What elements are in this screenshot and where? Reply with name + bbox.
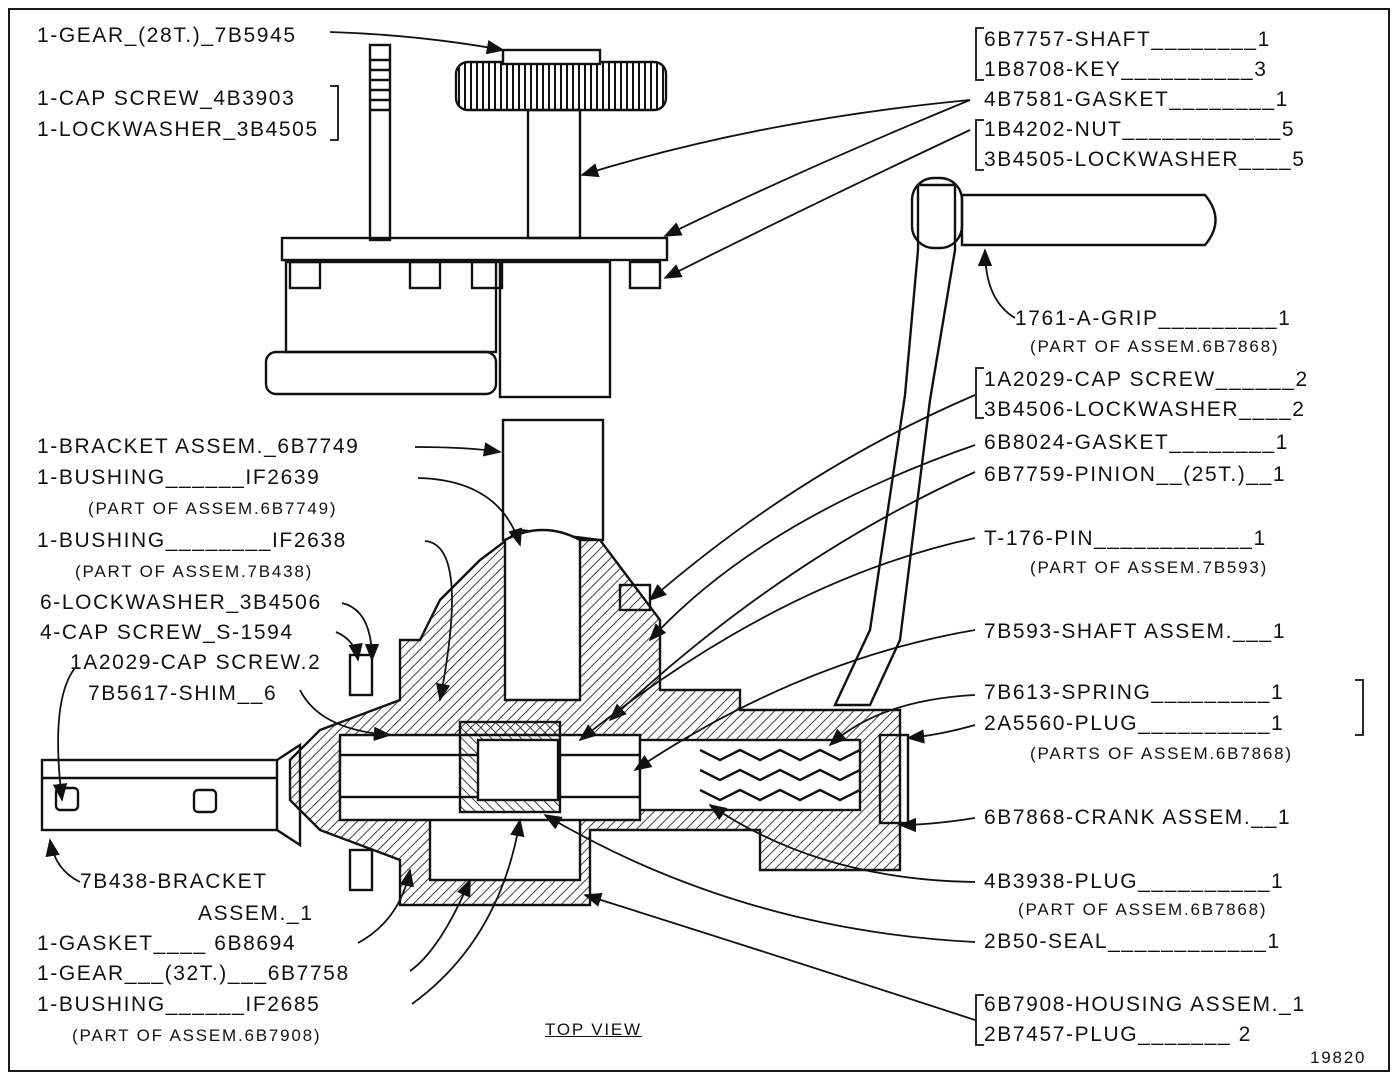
label-spring: 7B613-SPRING_________1	[984, 681, 1285, 704]
figure-number: 19820	[1310, 1048, 1367, 1067]
leader-lines	[45, 31, 1016, 1021]
label-lockwasher-top: 1-LOCKWASHER_3B4505	[37, 118, 319, 141]
label-cap-screw-top: 1-CAP SCREW_4B3903	[37, 87, 296, 110]
label-grip-note: (PART OF ASSEM.6B7868)	[1030, 337, 1280, 356]
label-bushing-2: 1-BUSHING________IF2638	[37, 529, 347, 552]
label-bushing-3: 1-BUSHING______IF2685	[37, 993, 321, 1016]
label-pinion: 6B7759-PINION__(25T.)__1	[984, 463, 1287, 486]
plug-2a5560	[878, 733, 910, 825]
bracket-7b438	[40, 742, 302, 848]
label-plug-2b7457: 2B7457-PLUG_______ 2	[984, 1023, 1252, 1046]
mounting-plate	[280, 236, 669, 262]
label-gasket-right: 6B8024-GASKET________1	[984, 431, 1289, 454]
label-bracket-7b438: 7B438-BRACKET	[80, 870, 268, 893]
grip-1761a	[960, 193, 1217, 247]
label-grip: 1761-A-GRIP_________1	[1015, 307, 1292, 330]
bracket-tube	[501, 418, 605, 542]
label-cap-screw-2-left: 1A2029-CAP SCREW.2	[70, 651, 322, 674]
gear-28t	[454, 60, 668, 112]
label-pin: T-176-PIN____________1	[984, 527, 1267, 550]
label-lockwasher-right: 3B4506-LOCKWASHER____2	[984, 398, 1306, 421]
label-plug-4b3938: 4B3938-PLUG__________1	[984, 870, 1285, 893]
label-bushing-2-note: (PART OF ASSEM.7B438)	[75, 562, 314, 581]
diagram-caption: TOP VIEW	[545, 1020, 642, 1039]
label-bushing-1: 1-BUSHING______IF2639	[37, 466, 321, 489]
label-pin-note: (PART OF ASSEM.7B593)	[1030, 558, 1269, 577]
label-bracket-assem: 1-BRACKET ASSEM._6B7749	[37, 435, 360, 458]
cap-screw-4b3903	[368, 43, 392, 242]
label-bushing-3-note: (PART OF ASSEM.6B7908)	[72, 1026, 322, 1045]
label-shaft: 6B7757-SHAFT________1	[984, 28, 1271, 51]
label-shaft-assem: 7B593-SHAFT ASSEM.___1	[984, 620, 1287, 643]
label-plug-2a5560: 2A5560-PLUG__________1	[984, 712, 1285, 735]
label-cap-screw-right: 1A2029-CAP SCREW______2	[984, 368, 1309, 391]
label-cap-screw-4: 4-CAP SCREW_S-1594	[40, 621, 294, 644]
label-key: 1B8708-KEY__________3	[984, 58, 1268, 81]
label-lockwasher-5: 3B4505-LOCKWASHER____5	[984, 148, 1306, 171]
label-plug-2a5560-note: (PARTS OF ASSEM.6B7868)	[1030, 744, 1293, 763]
label-bushing-1-note: (PART OF ASSEM.6B7749)	[88, 499, 338, 518]
border-frame	[8, 8, 1390, 1072]
braces	[330, 27, 1364, 1046]
crank-handle	[833, 176, 1217, 707]
label-crank-assem: 6B7868-CRANK ASSEM.__1	[984, 806, 1292, 829]
label-plug-4b3938-note: (PART OF ASSEM.6B7868)	[1018, 900, 1268, 919]
label-gear-32t: 1-GEAR___(32T.)___6B7758	[37, 962, 350, 985]
housing-section	[288, 528, 910, 907]
top-gear-assembly	[264, 43, 669, 399]
label-bracket-7b438-qty: ASSEM._1	[198, 902, 314, 925]
label-nut: 1B4202-NUT____________5	[984, 118, 1296, 141]
label-lockwasher-6: 6-LOCKWASHER_3B4506	[40, 591, 322, 614]
label-seal: 2B50-SEAL____________1	[984, 930, 1281, 953]
spring-7b613	[699, 748, 861, 802]
label-gasket-top: 4B7581-GASKET________1	[984, 88, 1289, 111]
label-gear-28t: 1-GEAR_(28T.)_7B5945	[37, 24, 297, 47]
label-housing-assem: 6B7908-HOUSING ASSEM._1	[984, 993, 1306, 1016]
label-gasket-left: 1-GASKET____ 6B8694	[37, 932, 297, 955]
label-shim: 7B5617-SHIM__6	[88, 682, 278, 705]
